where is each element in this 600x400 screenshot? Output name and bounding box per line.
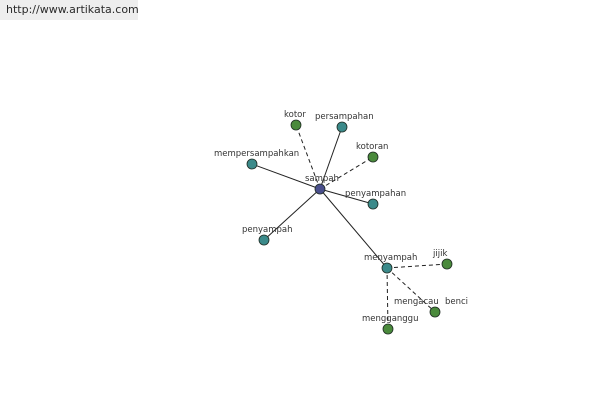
label-sampah[interactable]: sampah — [305, 174, 339, 184]
label-mempersampahkan[interactable]: mempersampahkan — [214, 149, 299, 159]
label-kotor[interactable]: kotor — [284, 110, 306, 120]
edge-sampah-menyampah — [319, 188, 388, 269]
edge-menyampah-jijik — [386, 263, 448, 269]
node-mengacau[interactable] — [429, 306, 441, 318]
node-penyampah[interactable] — [258, 234, 270, 246]
label-menyampah[interactable]: menyampah — [364, 253, 417, 263]
edge-sampah-persampahan — [319, 126, 343, 190]
nodes-layer — [246, 119, 453, 335]
edge-sampah-kotor — [295, 124, 321, 190]
label-jijik[interactable]: jijik — [432, 249, 447, 259]
label-benci[interactable]: benci — [445, 297, 468, 307]
node-kotor[interactable] — [290, 119, 302, 131]
edge-menyampah-benci — [386, 267, 436, 313]
label-mengacau[interactable]: mengacau — [394, 297, 439, 307]
label-mengganggu[interactable]: mengganggu — [362, 314, 418, 324]
edge-sampah-kotoran — [319, 156, 374, 190]
node-kotoran[interactable] — [367, 151, 379, 163]
node-penyampahan[interactable] — [367, 198, 379, 210]
node-jijik[interactable] — [441, 258, 453, 270]
label-penyampah[interactable]: penyampah — [242, 225, 293, 235]
node-mengganggu[interactable] — [382, 323, 394, 335]
node-menyampah[interactable] — [381, 262, 393, 274]
node-persampahan[interactable] — [336, 121, 348, 133]
label-persampahan[interactable]: persampahan — [315, 112, 374, 122]
label-penyampahan[interactable]: penyampahan — [345, 189, 406, 199]
node-sampah[interactable] — [314, 183, 326, 195]
node-mempersampahkan[interactable] — [246, 158, 258, 170]
label-kotoran[interactable]: kotoran — [356, 142, 388, 152]
labels-layer: sampah kotor persampahan kotoran mempersampa… — [214, 110, 468, 324]
edge-sampah-penyampahan — [319, 188, 374, 205]
edge-sampah-penyampah — [263, 188, 321, 241]
edge-sampah-mempersampahkan — [251, 163, 321, 190]
watermark-link[interactable]: http://www.artikata.com — [6, 3, 139, 16]
edges-layer — [251, 124, 448, 330]
edge-menyampah-mengganggu — [386, 267, 389, 330]
watermark-banner: http://www.artikata.com — [0, 0, 139, 20]
